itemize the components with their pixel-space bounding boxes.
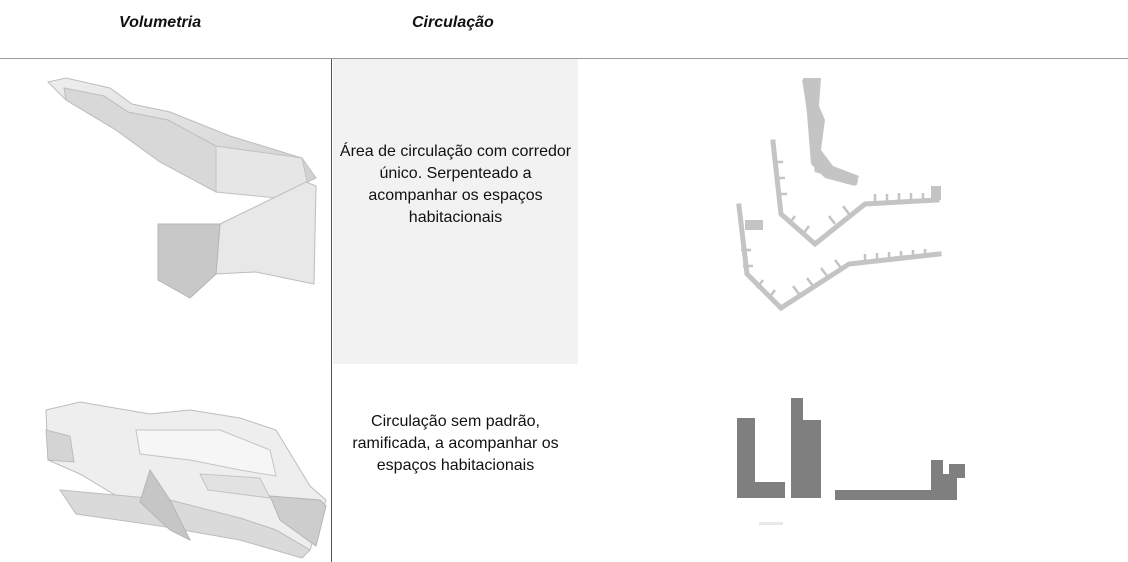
row2-circulation-text: Circulação sem padrão, ramificada, a aco…	[352, 413, 559, 474]
row2-plan-image	[737, 398, 965, 525]
row1-text-cell-background	[333, 59, 578, 364]
header-divider	[0, 58, 1128, 59]
row1-volumetry-image	[47, 77, 317, 299]
row1-plan-image	[736, 78, 942, 312]
row2-volumetry-image	[45, 401, 327, 559]
column-divider	[331, 59, 332, 562]
header-circulacao: Circulação	[412, 14, 494, 31]
row1-circulation-text: Área de circulação com corredor único. S…	[339, 143, 572, 226]
header-volumetria: Volumetria	[119, 14, 202, 31]
